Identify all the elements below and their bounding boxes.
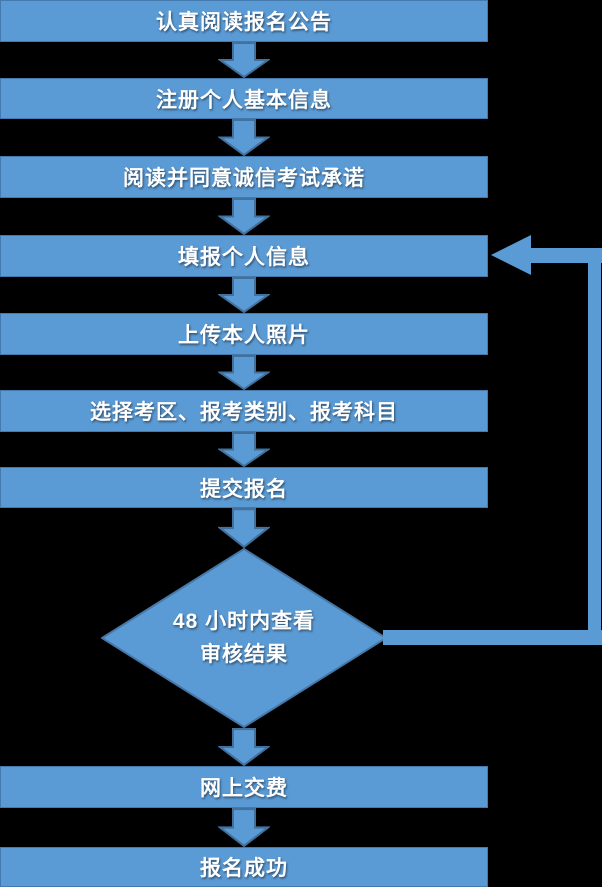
step-label: 网上交费	[200, 777, 288, 800]
feedback-connector-bottom	[383, 630, 602, 645]
step-register-basic-info: 注册个人基本信息	[0, 78, 488, 119]
step-label: 报名成功	[200, 857, 288, 880]
arrow-down-icon	[218, 432, 270, 467]
arrow-down-icon	[218, 198, 270, 235]
arrow-down-icon	[218, 508, 270, 548]
step-label: 提交报名	[200, 477, 288, 501]
arrow-down-icon	[218, 42, 270, 78]
step-label: 选择考区、报考类别、报考科目	[90, 401, 398, 424]
step-label: 上传本人照片	[178, 324, 310, 347]
decision-label-line1: 48 小时内查看	[172, 610, 316, 633]
step-pay-online: 网上交费	[0, 766, 488, 808]
arrow-left-icon	[491, 235, 531, 275]
step-registration-success: 报名成功	[0, 847, 488, 887]
step-label: 阅读并同意诚信考试承诺	[123, 167, 365, 190]
step-agree-honesty-pledge: 阅读并同意诚信考试承诺	[0, 156, 488, 198]
arrow-down-icon	[218, 808, 270, 847]
arrow-down-icon	[218, 277, 270, 313]
step-label: 填报个人信息	[178, 246, 310, 269]
diamond-shape-icon	[101, 548, 387, 728]
step-fill-personal-info: 填报个人信息	[0, 235, 488, 277]
step-read-announcement: 认真阅读报名公告	[0, 0, 488, 42]
decision-label-line2: 审核结果	[200, 643, 288, 666]
decision-label: 48 小时内查看 审核结果	[101, 548, 387, 728]
decision-check-review-result: 48 小时内查看 审核结果	[101, 548, 387, 728]
arrow-down-icon	[218, 355, 270, 390]
feedback-connector-top	[531, 248, 602, 263]
feedback-connector-vertical	[588, 248, 601, 645]
arrow-down-icon	[218, 728, 270, 766]
step-label: 认真阅读报名公告	[156, 11, 332, 34]
step-upload-photo: 上传本人照片	[0, 313, 488, 355]
arrow-down-icon	[218, 119, 270, 156]
step-label: 注册个人基本信息	[156, 88, 332, 112]
step-select-exam-options: 选择考区、报考类别、报考科目	[0, 390, 488, 432]
step-submit-registration: 提交报名	[0, 467, 488, 508]
